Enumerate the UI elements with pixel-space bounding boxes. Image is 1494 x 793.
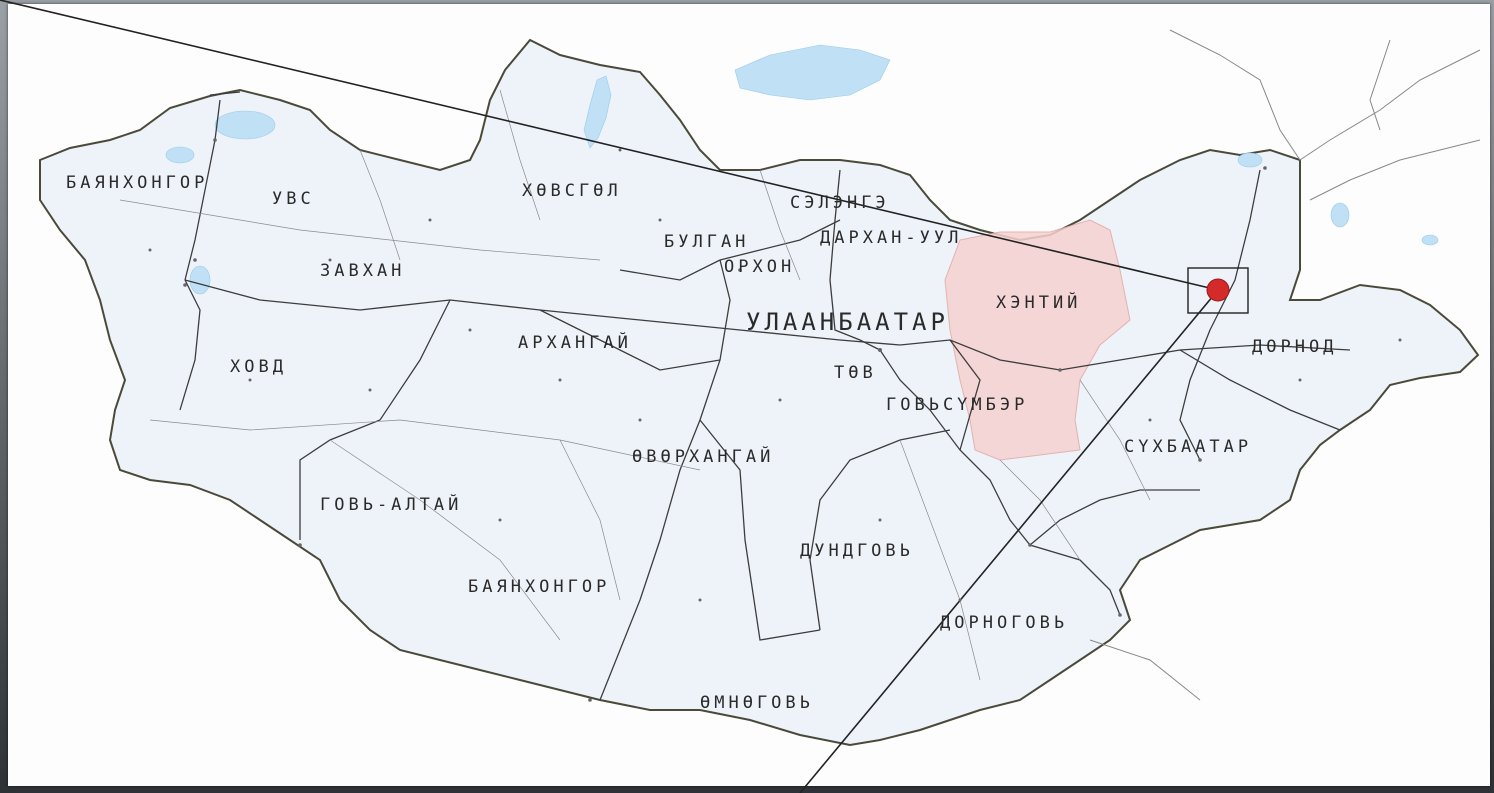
region-label-uvs: УВС	[272, 189, 315, 209]
country-outline	[39, 38, 1480, 747]
region-label-selenge: СЭЛЭНГЭ	[790, 193, 890, 213]
secondary-roads	[119, 89, 1151, 681]
study-area-box	[1187, 267, 1249, 314]
study-site-marker[interactable]	[1206, 278, 1230, 302]
region-label-bayankhongor: БАЯНХОНГОР	[468, 577, 610, 597]
region-label-zavkhan: ЗАВХАН	[320, 261, 405, 281]
lakes	[165, 44, 1439, 295]
region-label-uvurkhangai: ӨВӨРХАНГАЙ	[632, 445, 774, 467]
region-label-dornod: ДОРНОД	[1252, 337, 1337, 357]
lake-khar-us	[189, 265, 211, 295]
lake-khuvsgul	[583, 75, 612, 149]
region-label-dundgovi: ДУНДГОВЬ	[800, 541, 914, 561]
region-label-bulgan: БУЛГАН	[664, 232, 749, 252]
region-label-govi-altai: ГОВЬ-АЛТАЙ	[320, 493, 462, 515]
khentii-province-highlight	[944, 219, 1131, 461]
region-label-govisumber: ГОВЬСҮМБЭР	[886, 395, 1028, 415]
lake-east	[1421, 234, 1439, 246]
region-label-khentii: ХЭНТИЙ	[996, 291, 1081, 313]
pointer-line-bottom	[799, 289, 1219, 793]
lake-uvs	[214, 110, 276, 140]
region-label-bayankhongor-nw: БАЯНХОНГОР	[66, 173, 208, 193]
region-label-khuvsgul: ХӨВСГӨЛ	[522, 181, 622, 201]
region-label-tuv: ТӨВ	[834, 363, 877, 383]
settlement-dots	[148, 138, 1402, 702]
lake-baikal	[734, 44, 891, 101]
road-network	[179, 91, 1351, 701]
region-label-dornogovi: ДОРНОГОВЬ	[940, 613, 1068, 633]
pointer-lines	[0, 0, 1219, 793]
region-label-sukhbaatar: СҮХБААТАР	[1124, 437, 1252, 457]
region-label-khovd: ХОВД	[230, 357, 287, 377]
region-label-arkhangai: АРХАНГАЙ	[518, 331, 632, 353]
region-label-darkhan-uul: ДАРХАН-УУЛ	[820, 228, 962, 248]
region-label-umnugovi: ӨМНӨГОВЬ	[700, 693, 814, 713]
region-label-ulaanbaatar: УЛААНБААТАР	[746, 308, 949, 336]
region-label-orkhon: ОРХОН	[724, 257, 795, 277]
region-labels: БАЯНХОНГОР УВС ХӨВСГӨЛ СЭЛЭНГЭ БУЛГАН ДА…	[66, 173, 1337, 713]
lake-khukh	[1237, 152, 1263, 168]
lake-buir	[1330, 202, 1350, 228]
neighbour-borders	[1089, 29, 1481, 701]
lake-khyargas	[165, 146, 195, 164]
pointer-line-top	[0, 0, 1219, 291]
